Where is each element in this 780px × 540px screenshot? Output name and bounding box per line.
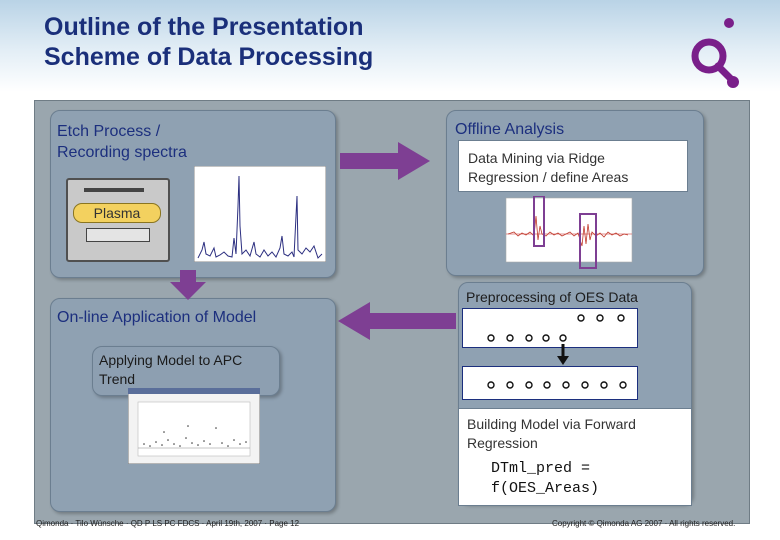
- footer-left: Qimonda · Tilo Wünsche · QD P LS PC FDCS…: [36, 519, 300, 528]
- model-formula: DTml_pred = f(OES_Areas): [491, 460, 600, 497]
- raw-data-box: [462, 308, 638, 348]
- title-line-2: Scheme of Data Processing: [44, 43, 374, 71]
- arrow-down-purple-icon: [170, 270, 206, 300]
- page-title: Outline of the Presentation Scheme of Da…: [44, 12, 373, 72]
- building-model-text: Building Model via Forward Regression: [467, 416, 636, 451]
- processed-data-box: [462, 366, 638, 400]
- footer-right: Copyright © Qimonda AG 2007 · All rights…: [552, 519, 736, 528]
- ridge-regression-plot: [505, 196, 633, 269]
- raw-data-points: [487, 314, 625, 342]
- apc-trend-chart: [128, 388, 260, 464]
- arrow-left-icon: [338, 302, 456, 340]
- apc-trend-text: Applying Model to APC Trend: [99, 352, 243, 387]
- preprocessing-label: Preprocessing of OES Data: [466, 289, 638, 305]
- processed-data-points: [487, 381, 627, 389]
- building-model-box: Building Model via Forward Regression DT…: [458, 408, 692, 506]
- data-mining-box: Data Mining via Ridge Regression / defin…: [458, 140, 688, 192]
- plasma-label: Plasma: [73, 203, 161, 223]
- offline-analysis-label: Offline Analysis: [455, 121, 565, 138]
- title-line-1: Outline of the Presentation: [44, 13, 364, 41]
- etch-process-label: Etch Process / Recording spectra: [57, 123, 187, 161]
- data-mining-text: Data Mining via Ridge Regression / defin…: [468, 150, 629, 185]
- online-application-box: On-line Application of Model: [50, 298, 336, 512]
- arrow-right-icon: [340, 142, 430, 180]
- oes-spectrum-plot: [194, 166, 326, 262]
- arrow-down-icon: [557, 344, 569, 365]
- header-band: [0, 0, 780, 92]
- online-application-label: On-line Application of Model: [57, 309, 257, 326]
- qimonda-logo-icon: [691, 18, 739, 88]
